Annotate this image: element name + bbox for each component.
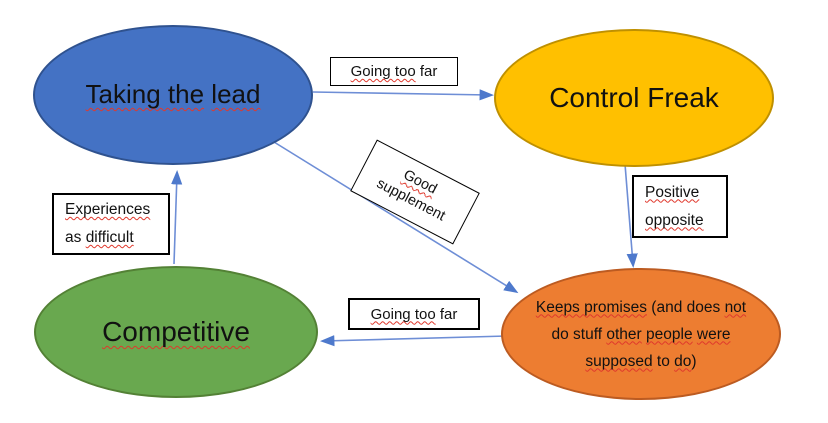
going-too-far-top-label: Going too far — [350, 63, 438, 80]
node-taking-the-lead[interactable]: Taking the lead — [33, 25, 313, 165]
connector-lead-to-keepspromises[interactable] — [273, 141, 519, 294]
label-box-positive-opposite[interactable]: Positive opposite — [632, 175, 728, 238]
label-box-going-too-far-top[interactable]: Going too far — [330, 57, 458, 86]
node-competitive-label: Competitive — [102, 315, 250, 347]
node-keeps-promises[interactable]: Keeps promises (and does not do stuff ot… — [501, 268, 781, 400]
experiences-line-2: as difficult — [65, 229, 134, 246]
node-control-freak[interactable]: Control Freak — [494, 29, 774, 167]
node-competitive[interactable]: Competitive — [34, 266, 318, 398]
node-keeps-promises-label: Keeps promises (and does not do stuff ot… — [510, 294, 772, 375]
node-control-freak-label: Control Freak — [549, 81, 719, 113]
going-too-far-bottom-label: Going too far — [370, 305, 458, 323]
keeps-promises-line-2: do stuff other people were — [551, 325, 731, 343]
positive-opposite-line-1: Positive — [645, 183, 700, 201]
keeps-promises-line-3: supposed to do) — [585, 352, 697, 370]
node-taking-the-lead-label: Taking the lead — [85, 79, 261, 110]
connector-keepspromises-to-competitive[interactable] — [320, 335, 508, 347]
keeps-promises-line-1: Keeps promises (and does not — [535, 298, 747, 316]
positive-opposite-line-2: opposite — [645, 211, 704, 229]
experiences-line-1: Experiences — [65, 201, 151, 218]
label-box-experiences-as-difficult[interactable]: Experiences as difficult — [52, 193, 170, 255]
label-box-going-too-far-bottom[interactable]: Going too far — [348, 298, 480, 330]
connector-lead-to-controlfreak[interactable] — [312, 89, 494, 101]
connector-competitive-to-lead[interactable] — [171, 170, 183, 265]
connector-controlfreak-to-keepspromises[interactable] — [624, 163, 638, 268]
